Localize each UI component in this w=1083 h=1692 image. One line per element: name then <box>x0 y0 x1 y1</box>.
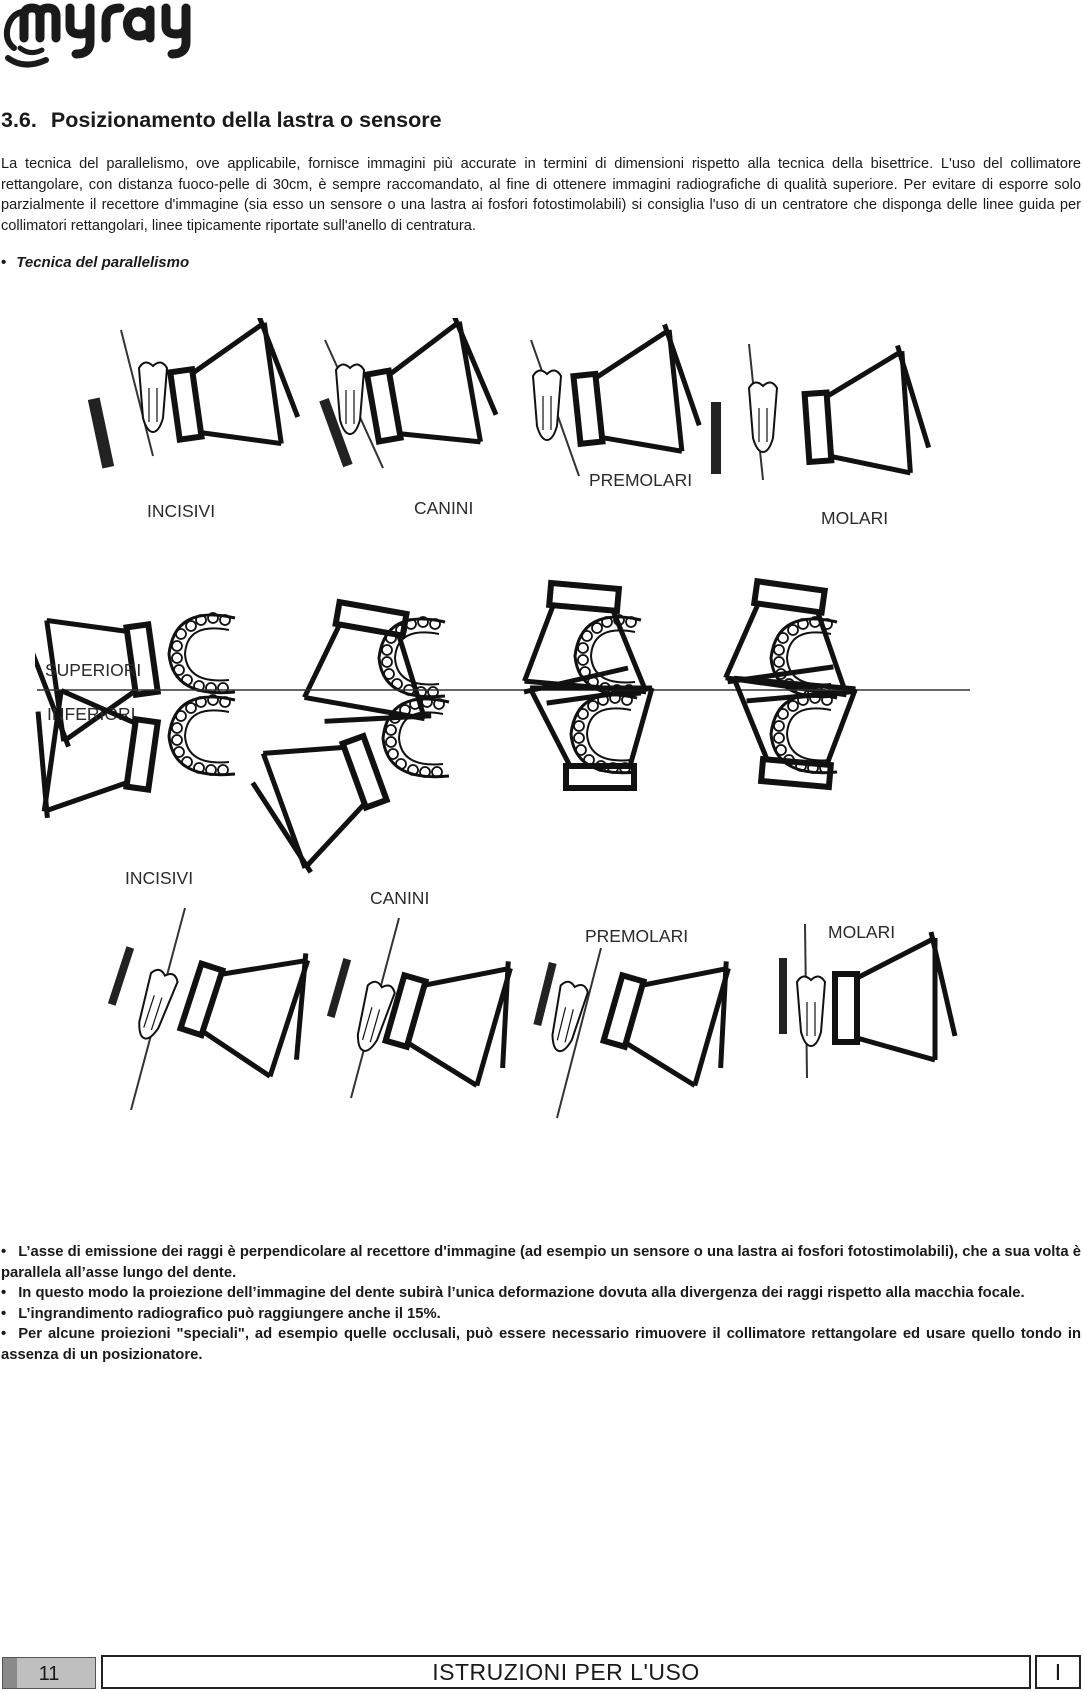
notes-list: L’asse di emissione dei raggi è perpendi… <box>1 1242 1081 1365</box>
label-top-premolari: PREMOLARI <box>589 470 692 490</box>
subheading: • Tecnica del parallelismo <box>1 254 189 271</box>
bottom-row-illustrations: INCISIVI CANINI PREMOLARI MOLARI <box>107 868 955 1119</box>
label-inferiori: INFERIORI <box>47 704 135 724</box>
figure-drawing: INCISIVI CANINI PREMOLARI MOLARI SUPERIO… <box>35 318 970 1119</box>
label-top-incisivi: INCISIVI <box>147 501 215 521</box>
label-bottom-molari: MOLARI <box>828 922 895 942</box>
note-item: L’asse di emissione dei raggi è perpendi… <box>1 1242 1081 1283</box>
top-row-illustrations: INCISIVI CANINI PREMOLARI MOLARI <box>87 318 930 528</box>
parallelism-technique-figure: INCISIVI CANINI PREMOLARI MOLARI SUPERIO… <box>35 318 1055 1208</box>
page-number: 11 <box>38 1663 60 1685</box>
label-top-canini: CANINI <box>414 498 473 518</box>
lower-arches: INFERIORI <box>35 658 857 881</box>
page-footer: 11 ISTRUZIONI PER L'USO I <box>0 1654 1083 1692</box>
logo-graphic: myray <box>3 3 191 68</box>
section-title-text: Posizionamento della lastra o sensore <box>50 108 442 132</box>
note-item: In questo modo la proiezione dell’immagi… <box>1 1283 1081 1304</box>
page-number-box: 11 <box>2 1657 96 1689</box>
label-top-molari: MOLARI <box>821 508 888 528</box>
section-title: 3.6. Posizionamento della lastra o sensor… <box>1 108 442 133</box>
language-code: I <box>1035 1655 1081 1689</box>
bullet-icon: • <box>1 254 7 271</box>
label-bottom-incisivi: INCISIVI <box>125 868 193 888</box>
upper-arches: SUPERIORI <box>35 579 866 750</box>
label-superiori: SUPERIORI <box>45 660 141 680</box>
label-bottom-premolari: PREMOLARI <box>585 926 688 946</box>
section-number: 3.6. <box>1 108 37 132</box>
document-title: ISTRUZIONI PER L'USO <box>101 1655 1031 1689</box>
note-item: Per alcune proiezioni "speciali", ad ese… <box>1 1324 1081 1365</box>
myray-logo: myray <box>0 0 215 72</box>
label-bottom-canini: CANINI <box>370 888 429 908</box>
intro-paragraph: La tecnica del parallelismo, ove applica… <box>1 156 1081 234</box>
note-item: L’ingrandimento radiografico può raggiun… <box>1 1304 1081 1325</box>
subheading-text: Tecnica del parallelismo <box>16 254 190 271</box>
